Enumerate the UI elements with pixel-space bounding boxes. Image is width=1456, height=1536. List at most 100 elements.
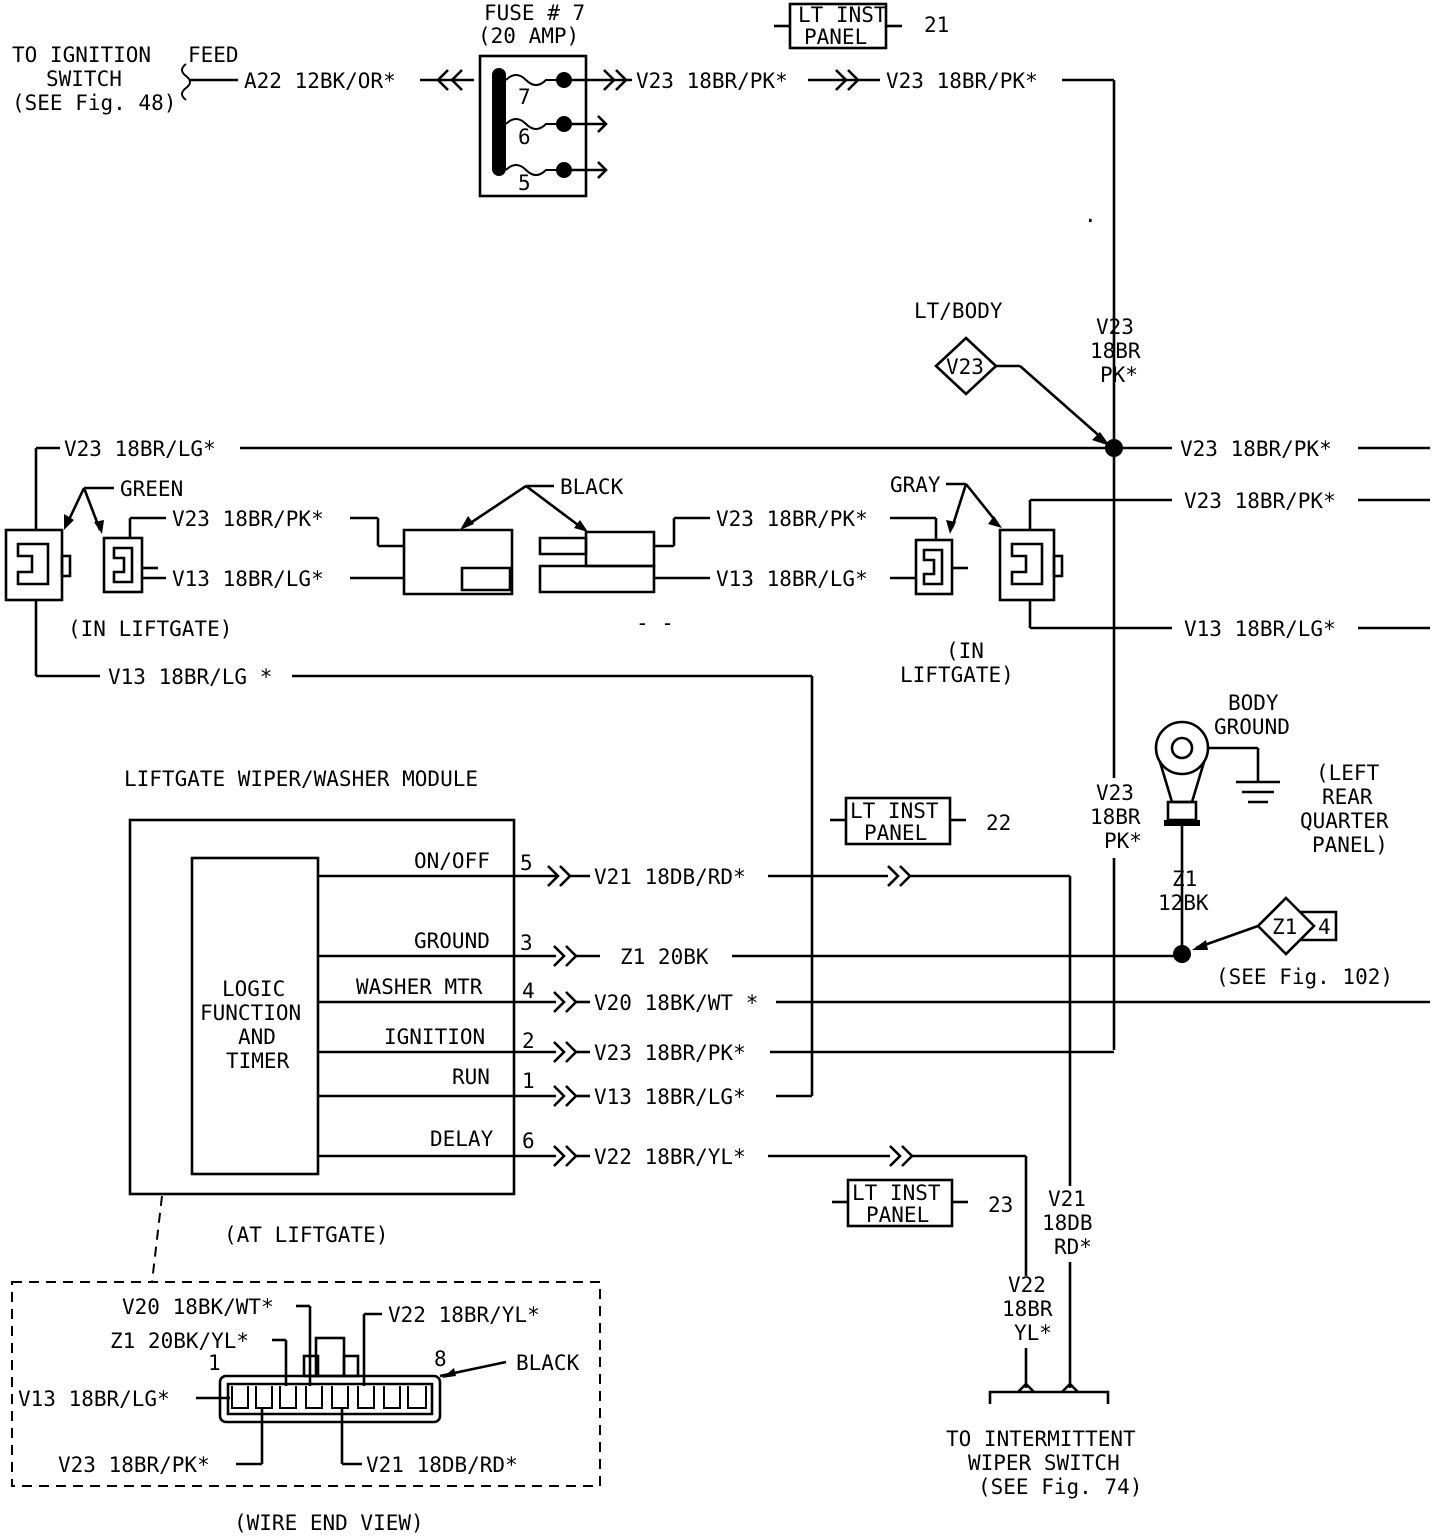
pin-row-run: RUN 1 V13 18BR/LG* xyxy=(318,1065,812,1109)
end-view-cavity-strip xyxy=(226,1382,434,1416)
pin-row-on-off: ON/OFF 5 V21 18DB/RD* xyxy=(318,849,1072,1186)
wire-z1-label-2: 12BK xyxy=(1158,891,1209,915)
connector-v23-top-b xyxy=(835,69,860,91)
pin-num-6: 6 xyxy=(522,1129,535,1153)
ground-lug-crimp xyxy=(1166,800,1198,822)
black-connector-half-b xyxy=(538,564,656,594)
v21-drop-label-2: 18DB xyxy=(1042,1211,1093,1235)
wire-v23-lg-label: V23 18BR/LG* xyxy=(64,437,216,461)
in-liftgate-left: (IN LIFTGATE) xyxy=(68,617,232,641)
logic-line1: LOGIC xyxy=(222,977,285,1001)
feed-bracket xyxy=(181,63,191,101)
wire-v20-label: V20 18BK/WT * xyxy=(594,991,758,1015)
gray-arrow-left xyxy=(950,483,968,529)
pin-row-delay: DELAY 6 V22 18BR/YL* xyxy=(318,1127,1028,1276)
end-view-cavities xyxy=(231,1386,427,1409)
ground-location-1: (LEFT xyxy=(1316,761,1380,785)
end-view-pin-1: 1 xyxy=(208,1351,221,1375)
wire-v13-lower-label: V13 18BR/LG * xyxy=(108,665,272,689)
fuse-out-6-arrow xyxy=(597,115,608,133)
liftgate-connector-gray-large-key xyxy=(1010,542,1044,586)
pin-row-delay-connector xyxy=(553,1145,578,1167)
liftgate-connector-green xyxy=(102,536,144,594)
logic-line4: TIMER xyxy=(226,1049,290,1073)
pin-label-washer: WASHER MTR xyxy=(356,975,483,999)
trunk-v23-label-3: PK* xyxy=(1100,363,1138,387)
splice-z1-tab xyxy=(1300,910,1338,942)
pin-row-ignition: IGNITION 2 V23 18BR/PK* xyxy=(318,1025,1114,1065)
end-view-pin-8: 8 xyxy=(434,1347,447,1371)
pin-label-ground: GROUND xyxy=(414,929,490,953)
fuse-terminal-5 xyxy=(556,162,572,178)
trunk-v23-label-1: V23 xyxy=(1096,315,1134,339)
ignition-switch-line3: (SEE Fig. 48) xyxy=(12,91,176,115)
liftgate-connector-left-key xyxy=(16,542,50,586)
pin-label-delay: DELAY xyxy=(430,1127,494,1151)
wire-v13-lg-left-label: V13 18BR/LG* xyxy=(172,567,324,591)
ground-lug-base xyxy=(1164,820,1200,826)
green-arrow-left-head xyxy=(64,514,74,530)
fuse-element-7 xyxy=(505,74,560,86)
v21-drop-label-1: V21 xyxy=(1048,1187,1086,1211)
inst-panel-23-num: 23 xyxy=(988,1193,1013,1217)
liftgate-connector-gray-large-latch xyxy=(1052,554,1064,578)
stray-dots: - - xyxy=(636,611,674,635)
black-arrow-right-head xyxy=(574,520,588,532)
end-view-v23: V23 18BR/PK* xyxy=(58,1453,210,1477)
wire-v22-label: V22 18BR/YL* xyxy=(594,1145,746,1169)
fuse-terminal-7 xyxy=(556,72,572,88)
switch-connector-bracket xyxy=(988,1390,1110,1404)
ground-eyelet-hole xyxy=(1170,736,1194,760)
ground-eyelet xyxy=(1154,720,1210,776)
splice-z1-num: 4 xyxy=(1318,915,1331,939)
pin-row-run-connector xyxy=(553,1085,578,1107)
wire-v23-right-label-a: V23 18BR/PK* xyxy=(1180,437,1332,461)
ignition-switch-line2: SWITCH xyxy=(46,67,122,91)
wire-v23-right-label-b: V23 18BR/PK* xyxy=(1184,489,1336,513)
fuse-out-5-arrow xyxy=(597,161,608,179)
gray-arrow-left-head xyxy=(946,520,956,534)
body-ground-line1: BODY xyxy=(1228,691,1279,715)
in-liftgate-right-1: (IN xyxy=(946,639,984,663)
liftgate-connector-left-latch xyxy=(60,554,72,578)
inst-panel-22-num: 22 xyxy=(986,811,1011,835)
black-connector-half-b-pin xyxy=(538,536,588,556)
splice-diamond-z1 xyxy=(1256,896,1316,956)
trunk-v23-label-2: 18BR xyxy=(1090,339,1141,363)
end-view-latch xyxy=(314,1336,346,1378)
pin-row-ignition-connector xyxy=(553,1041,578,1063)
v21-drop-label-3: RD* xyxy=(1054,1235,1092,1259)
gray-arrow-right-head xyxy=(988,516,1002,528)
connector-a22 xyxy=(436,69,463,91)
ground-location-3: QUARTER xyxy=(1300,809,1389,833)
splice-z1-code: Z1 xyxy=(1272,915,1297,939)
inst-panel-22-line2: PANEL xyxy=(864,821,927,845)
black-arrow-left-head xyxy=(460,516,474,530)
fuse-element-6 xyxy=(505,118,560,130)
wire-v23-pk-left-label: V23 18BR/PK* xyxy=(172,507,324,531)
inst-panel-21-line2: PANEL xyxy=(804,25,867,49)
wire-v13-lg-mid-label: V13 18BR/LG* xyxy=(716,567,868,591)
fuse-rating: (20 AMP) xyxy=(478,24,579,48)
pin-row-delay-connector-b xyxy=(889,1145,914,1167)
end-view-black-pointer-head xyxy=(442,1368,456,1378)
v22-drop-label-2: 18BR xyxy=(1002,1297,1053,1321)
wire-v23-top-label-b: V23 18BR/PK* xyxy=(886,69,1038,93)
stray-mark: . xyxy=(1084,203,1097,227)
logic-box xyxy=(190,856,320,1176)
pin-num-5: 5 xyxy=(520,851,533,875)
gray-label: GRAY xyxy=(890,473,941,497)
pin-label-on-off: ON/OFF xyxy=(414,849,490,873)
end-view-v22: V22 18BR/YL* xyxy=(388,1303,540,1327)
black-arrow-right xyxy=(525,484,583,530)
v22-drop-label-1: V22 xyxy=(1008,1273,1046,1297)
connector-v23-top-a xyxy=(603,69,628,91)
liftgate-connector-left xyxy=(4,528,64,602)
switch-connector-pins xyxy=(1017,1382,1079,1393)
see-fig-102: (SEE Fig. 102) xyxy=(1216,965,1393,989)
end-view-v13: V13 18BR/LG* xyxy=(18,1387,170,1411)
wire-v23-pk-mid-label: V23 18BR/PK* xyxy=(716,507,868,531)
wire-a22-label: A22 12BK/OR* xyxy=(244,69,396,93)
